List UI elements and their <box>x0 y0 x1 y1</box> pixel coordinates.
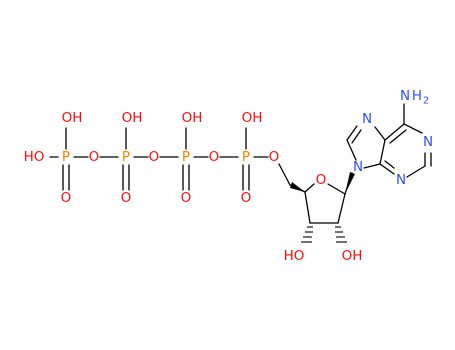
bond-o5-c5 <box>278 163 291 186</box>
bond-c2-n3 <box>406 165 426 178</box>
p2-phosphorus-label: P <box>122 149 130 165</box>
bond-c2-c1 <box>337 193 346 224</box>
bond-c5-c4ring <box>379 139 386 165</box>
n9-label: N <box>353 159 363 175</box>
p1-oh-label: OH <box>62 110 83 126</box>
hash-c3-oh <box>301 226 313 243</box>
ring-oxygen-label: O <box>316 172 327 188</box>
amine-subscript-label: 2 <box>423 96 429 107</box>
p1-bridge-oxygen-label: O <box>89 149 100 165</box>
p3-oxo-label: O <box>181 190 192 206</box>
p1-oxo-label: O <box>61 190 72 206</box>
amine-group: N H 2 <box>400 88 429 107</box>
bond-c5-c6-inner <box>389 129 407 144</box>
n3-label: N <box>396 172 406 188</box>
wedge-c4-c5 <box>290 182 305 192</box>
c3-hydroxyl-label: HO <box>284 248 305 264</box>
p4-phosphorus-label: P <box>242 149 250 165</box>
p3-oh-label: OH <box>182 110 203 126</box>
bond-o4-c1 <box>327 183 346 195</box>
o5-bridge-oxygen-label: O <box>269 149 280 165</box>
hash-c2-oh <box>335 226 347 243</box>
p3-phosphorus-label: P <box>182 149 190 165</box>
c2-hydroxyl-label: OH <box>342 248 363 264</box>
p2-bridge-oxygen-label: O <box>149 149 160 165</box>
bond-n9-c8 <box>346 139 357 161</box>
stereo-bonds <box>290 172 355 243</box>
bond-c8-n7-b <box>351 129 362 144</box>
p2-oxo-label: O <box>121 190 132 206</box>
n7-label: N <box>362 111 372 127</box>
bond-c8-n7-a <box>346 125 358 141</box>
bond-n3-c4ring-inner <box>384 160 395 169</box>
wedge-c1-n9 <box>345 172 355 194</box>
p3-bridge-oxygen-label: O <box>209 149 220 165</box>
p2-oh-label: OH <box>122 110 143 126</box>
bond-n7-c5 <box>374 126 386 141</box>
p4-oxo-label: O <box>241 190 252 206</box>
adenine-base: N N N N N H 2 <box>353 88 433 188</box>
bond-c4ring-n9 <box>363 163 381 169</box>
bond-n3-c4ring <box>379 163 395 175</box>
p1-ho-label: HO <box>24 149 45 165</box>
bonds <box>49 103 432 224</box>
ribose-sugar: O HO OH <box>284 172 363 264</box>
p4-oh-label: OH <box>242 110 263 126</box>
n1-label: N <box>423 134 433 150</box>
bond-c5-c6 <box>384 123 405 141</box>
bond-c4-c3 <box>304 191 311 224</box>
phosphate-chain: HO P OH O O P OH O O P OH O O P OH O O <box>24 110 280 206</box>
bond-c6-n1 <box>403 123 423 134</box>
p1-phosphorus-label: P <box>62 149 70 165</box>
bond-c4-o4 <box>304 183 315 193</box>
amine-n-label: N <box>400 88 410 104</box>
amine-h-label: H <box>412 88 422 104</box>
